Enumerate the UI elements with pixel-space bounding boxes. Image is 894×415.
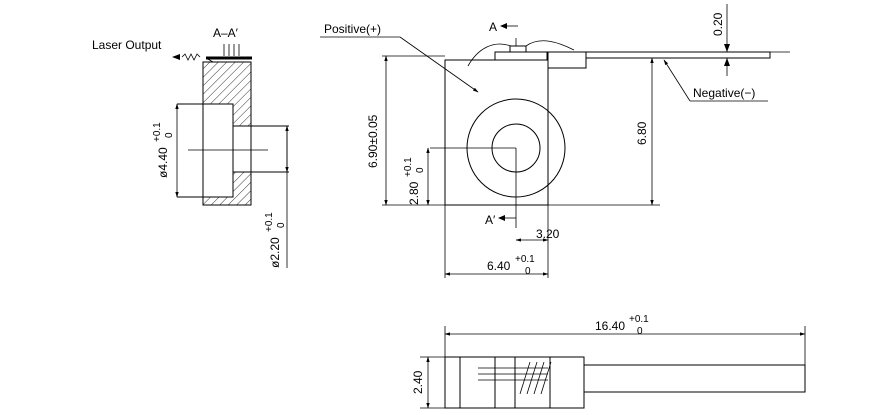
svg-text:6.40: 6.40 bbox=[487, 259, 511, 273]
front-body bbox=[444, 59, 549, 206]
svg-text:2.80: 2.80 bbox=[407, 181, 421, 205]
svg-text:0: 0 bbox=[637, 326, 643, 337]
wire-left bbox=[467, 43, 512, 67]
laser-output-arrowhead bbox=[172, 54, 180, 60]
svg-text:16.40: 16.40 bbox=[595, 319, 625, 333]
front-step-block bbox=[547, 51, 587, 69]
negative-label: Negative(−) bbox=[693, 86, 755, 100]
svg-text:6.90±0.05: 6.90±0.05 bbox=[366, 114, 380, 168]
front-top-bump bbox=[509, 45, 527, 53]
svg-text:+0.1: +0.1 bbox=[403, 157, 414, 177]
dim-t240: 2.40 bbox=[411, 370, 425, 394]
dim-d440: ø4.40 +0.1 0 bbox=[152, 122, 175, 178]
svg-text:0: 0 bbox=[164, 132, 175, 138]
section-view: Laser Output A–A′ ø4.40 +0.1 0 ø2.20 +0.… bbox=[92, 26, 289, 268]
section-marker-top: A bbox=[489, 20, 497, 34]
svg-text:0.20: 0.20 bbox=[711, 12, 725, 36]
svg-text:+0.1: +0.1 bbox=[629, 314, 649, 325]
negative-lead bbox=[585, 51, 771, 59]
dim-h680: 6.80 bbox=[635, 121, 649, 145]
laser-output-squiggle bbox=[181, 53, 201, 61]
section-title: A–A′ bbox=[213, 26, 239, 40]
dim-t020: 0.20 bbox=[711, 12, 725, 36]
dim-h280: 2.80 +0.1 0 bbox=[403, 157, 426, 205]
side-lead bbox=[583, 364, 806, 393]
svg-text:0: 0 bbox=[525, 266, 531, 277]
wire-right bbox=[525, 40, 575, 51]
front-view: A A′ Positive(+) Negative(−) 6.90±0.05 2… bbox=[320, 4, 790, 278]
svg-text:+0.1: +0.1 bbox=[264, 212, 275, 232]
svg-text:ø4.40: ø4.40 bbox=[156, 147, 170, 178]
svg-text:0: 0 bbox=[276, 222, 287, 228]
side-window bbox=[494, 356, 516, 409]
positive-label: Positive(+) bbox=[324, 22, 381, 36]
dim-d220: ø2.20 +0.1 0 bbox=[264, 212, 287, 268]
dim-w640: 6.40 +0.1 0 bbox=[487, 254, 535, 277]
svg-text:2.40: 2.40 bbox=[411, 370, 425, 394]
svg-text:6.80: 6.80 bbox=[635, 121, 649, 145]
side-inner-block bbox=[549, 356, 585, 409]
side-inner-hatch bbox=[478, 361, 552, 395]
svg-text:0: 0 bbox=[415, 167, 426, 173]
section-marker-bottom: A′ bbox=[485, 213, 496, 227]
section-bore bbox=[232, 125, 252, 173]
dim-h690: 6.90±0.05 bbox=[366, 114, 380, 168]
svg-text:+0.1: +0.1 bbox=[152, 122, 163, 142]
svg-text:ø2.20: ø2.20 bbox=[268, 237, 282, 268]
side-view: 16.40 +0.1 0 2.40 bbox=[411, 314, 806, 409]
dim-w320: 3.20 bbox=[536, 227, 560, 241]
svg-text:+0.1: +0.1 bbox=[515, 254, 535, 265]
laser-output-label: Laser Output bbox=[92, 38, 162, 52]
section-lens-barrel bbox=[202, 103, 234, 198]
front-top-tab bbox=[494, 51, 548, 61]
dim-l1640: 16.40 +0.1 0 bbox=[595, 314, 649, 337]
